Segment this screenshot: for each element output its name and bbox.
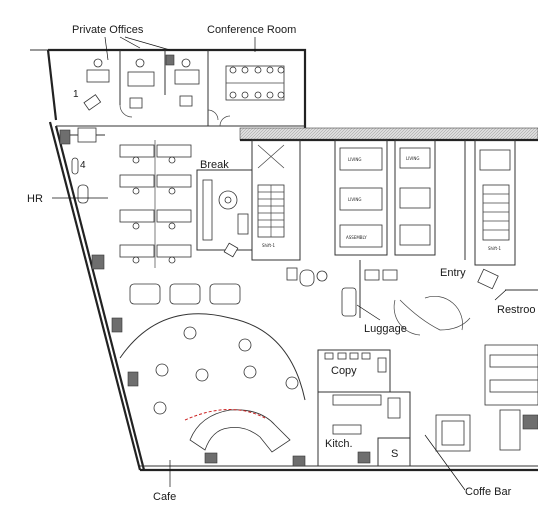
building-core: Shift-1 LIVING LIVING ASSEMBLY LIVING Sh… bbox=[239, 127, 538, 266]
label-break: Break bbox=[200, 159, 229, 171]
annotations: Private Offices Conference Room Break HR… bbox=[27, 24, 536, 503]
room-number-4: 4 bbox=[80, 160, 86, 171]
stair-tag-left: Shift-1 bbox=[262, 243, 276, 248]
break-room bbox=[196, 169, 253, 258]
cafe-area bbox=[119, 313, 306, 467]
stair-tag-right: Shift-1 bbox=[488, 246, 502, 251]
lift-tag-3: LIVING bbox=[406, 156, 419, 161]
copy-kitchen bbox=[317, 349, 411, 467]
lift-tag-1: LIVING bbox=[348, 157, 361, 162]
office-wing: 1 bbox=[56, 50, 305, 127]
label-restroom: Restroo bbox=[497, 304, 536, 316]
label-copy: Copy bbox=[331, 365, 357, 377]
entry-lobby bbox=[286, 260, 538, 336]
label-kitchen: Kitch. bbox=[325, 438, 353, 450]
label-entry: Entry bbox=[440, 267, 466, 279]
label-luggage: Luggage bbox=[364, 323, 407, 335]
label-hr: HR bbox=[27, 193, 43, 205]
label-private-offices: Private Offices bbox=[72, 24, 144, 36]
label-storage: S bbox=[391, 448, 398, 460]
coffee-bar bbox=[435, 344, 538, 452]
lift-tag-4: ASSEMBLY bbox=[346, 235, 367, 240]
label-cafe: Cafe bbox=[153, 491, 176, 503]
lift-tag-2: LIVING bbox=[348, 197, 361, 202]
label-conference-room: Conference Room bbox=[207, 24, 296, 36]
label-coffee-bar: Coffe Bar bbox=[465, 486, 512, 498]
room-number-1: 1 bbox=[73, 89, 79, 100]
hr-workstations: 4 bbox=[59, 127, 241, 387]
